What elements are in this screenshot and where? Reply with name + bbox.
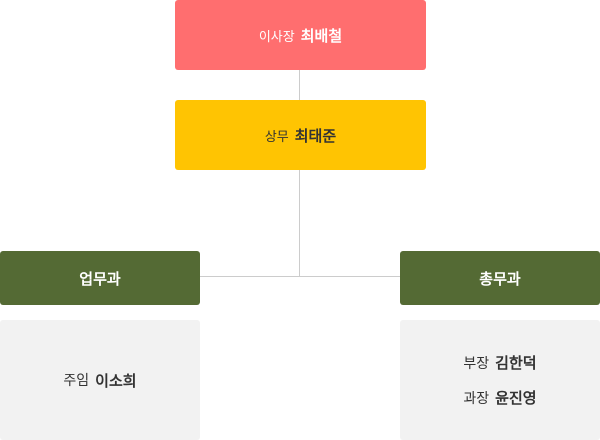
director-name: 최태준 (294, 126, 337, 145)
staff-name: 이소희 (95, 371, 137, 390)
staff-title: 부장 (463, 355, 490, 372)
connector-horizontal (200, 276, 400, 277)
staff-member: 과장 윤진영 (463, 387, 536, 408)
connector-director-branch (299, 170, 300, 277)
dept-operations-label: 업무과 (79, 269, 121, 288)
dept-general-affairs-label: 총무과 (479, 269, 521, 288)
staff-title: 주임 (63, 373, 90, 389)
staff-member: 주임 이소희 (63, 370, 136, 391)
chairman-name: 최배철 (300, 26, 343, 45)
node-chairman: 이사장 최배철 (175, 0, 426, 70)
staff-member: 부장 김한덕 (463, 352, 536, 373)
staff-name: 윤진영 (495, 389, 537, 407)
connector-chairman-director (299, 70, 300, 100)
staff-title: 과장 (463, 390, 490, 407)
staff-box-operations: 주임 이소희 (0, 320, 200, 440)
staff-box-general-affairs: 부장 김한덕 과장 윤진영 (400, 320, 600, 440)
chairman-title: 이사장 (258, 29, 295, 45)
dept-general-affairs: 총무과 (400, 251, 600, 305)
node-director: 상무 최태준 (175, 100, 426, 170)
dept-operations: 업무과 (0, 251, 200, 305)
director-title: 상무 (264, 129, 289, 145)
staff-name: 김한덕 (495, 354, 537, 372)
